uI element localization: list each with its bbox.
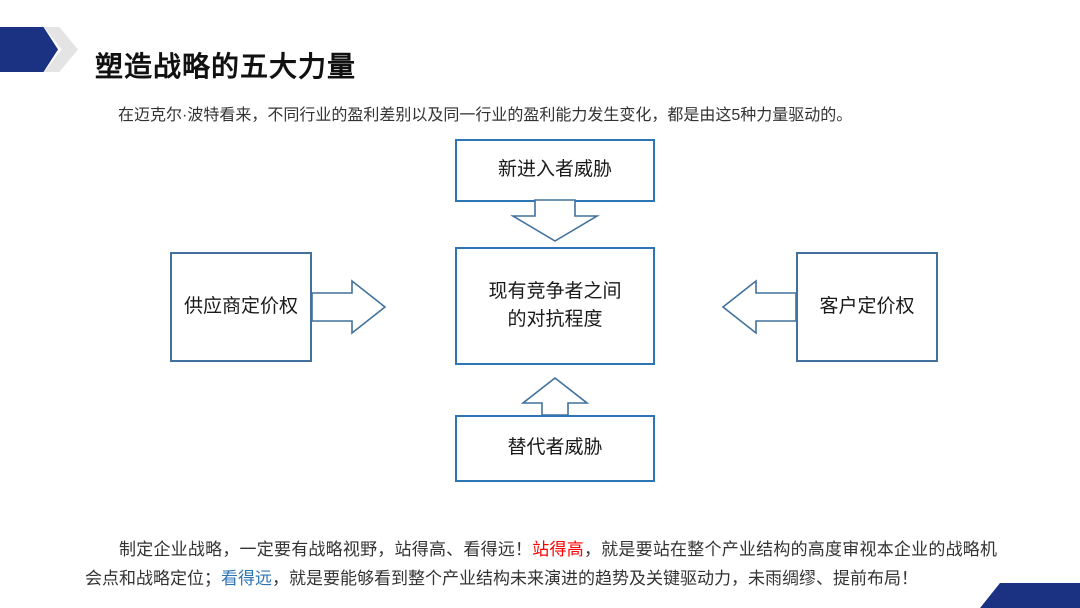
- header-navy-arrow-shape: [0, 27, 58, 72]
- page-title: 塑造战略的五大力量: [95, 50, 357, 82]
- diagram-box-supplier-power: 供应商定价权: [170, 252, 312, 362]
- arrow-up-icon: [520, 376, 590, 416]
- diagram-box-rivalry: 现有竞争者之间 的对抗程度: [455, 247, 655, 365]
- diagram-box-new-entrants: 新进入者威胁: [455, 139, 655, 202]
- arrow-down-icon: [510, 199, 600, 242]
- diagram-box-substitutes: 替代者威胁: [455, 415, 655, 482]
- footer-text-segment: 看得远: [221, 569, 272, 588]
- arrow-right-icon: [311, 279, 387, 335]
- intro-text: 在迈克尔·波特看来，不同行业的盈利差别以及同一行业的盈利能力发生变化，都是由这5…: [118, 107, 853, 124]
- diagram-box-label: 新进入者威胁: [497, 159, 612, 181]
- footer-text-segment: ，就是要能够看到整个产业结构未来演进的趋势及关键驱动力，未雨绸缪、提前布局！: [272, 569, 918, 588]
- footer-text-segment: 站得高: [532, 540, 584, 559]
- diagram-box-label: 替代者威胁: [507, 437, 603, 459]
- diagram-box-label: 客户定价权: [819, 295, 915, 317]
- corner-navy-shape: [980, 583, 1080, 608]
- diagram-box-label: 供应商定价权: [183, 295, 298, 317]
- diagram-box-customer-power: 客户定价权: [796, 252, 938, 362]
- footer-paragraph: 制定企业战略，一定要有战略视野，站得高、看得远！站得高，就是要站在整个产业结构的…: [85, 535, 997, 593]
- arrow-left-icon: [721, 279, 797, 335]
- footer-text-segment: ，就是要站在整个产业结构的高度审视本企业的战略机会点和战略定位；: [85, 540, 998, 588]
- footer-text-segment: 制定企业战略，一定要有战略视野，站得高、看得远！: [119, 540, 533, 559]
- diagram-box-label: 现有竞争者之间 的对抗程度: [488, 280, 622, 331]
